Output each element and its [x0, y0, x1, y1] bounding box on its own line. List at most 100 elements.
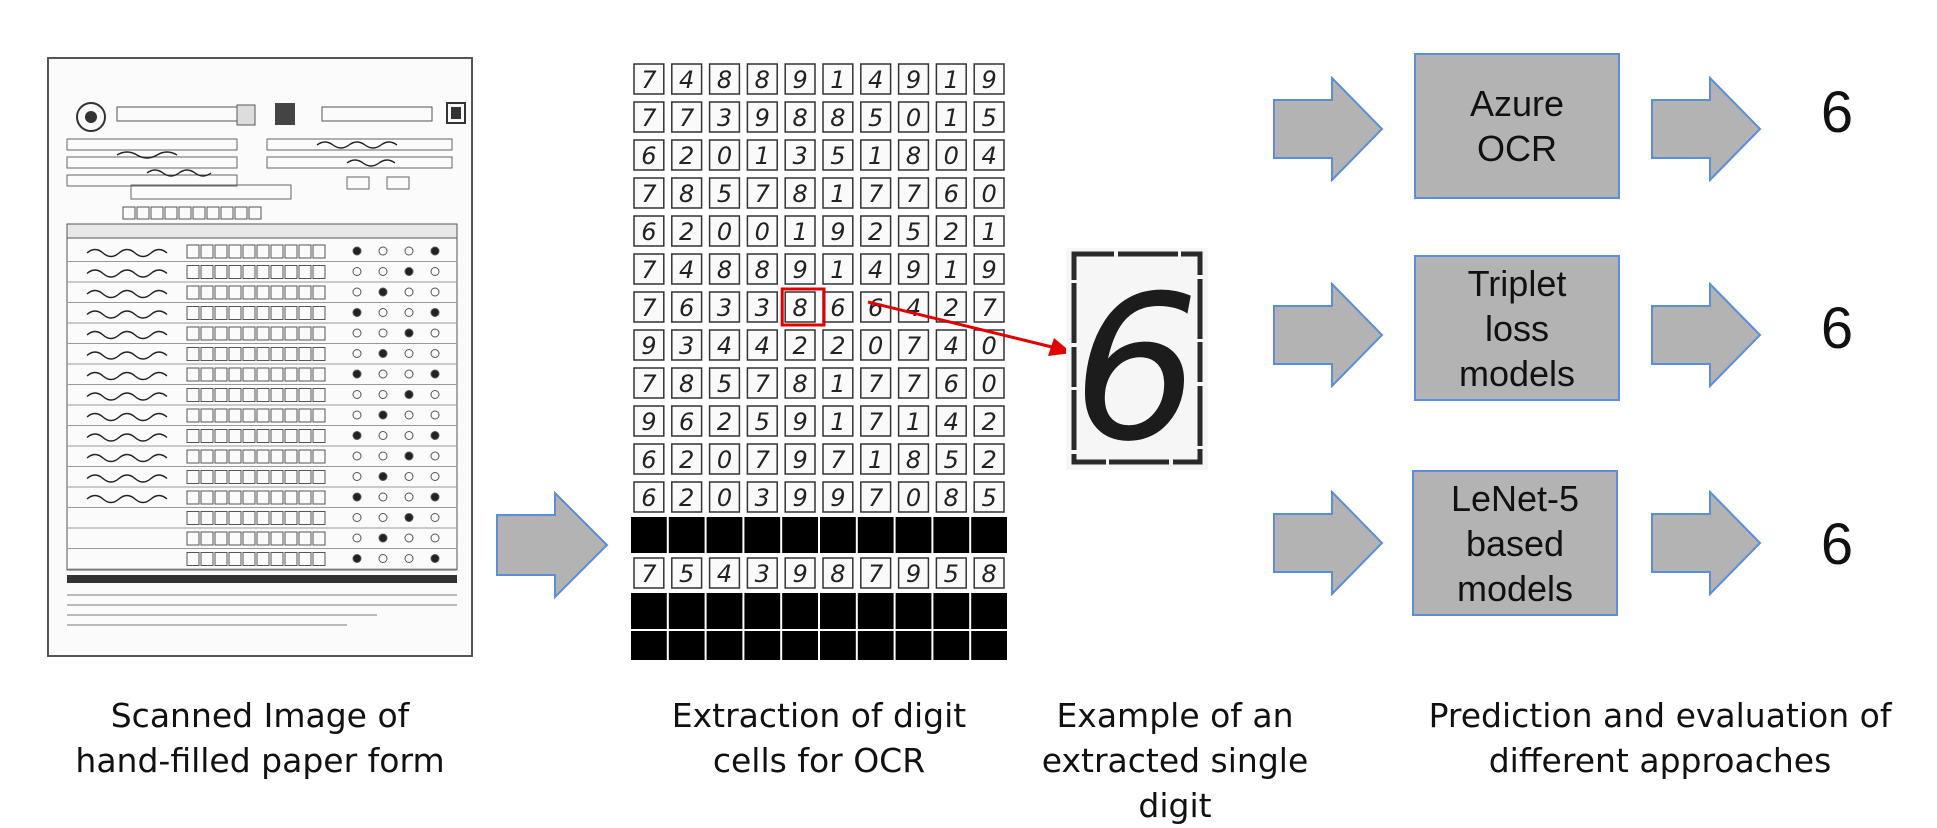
form-digit-box — [228, 449, 242, 464]
form-digit-box — [186, 285, 200, 300]
form-digit-box — [270, 367, 284, 382]
digit-cell: 0 — [981, 332, 996, 360]
form-digit-box — [200, 449, 214, 464]
empty-cell — [857, 631, 894, 660]
form-digit-box — [298, 511, 312, 525]
form-digit-box — [284, 244, 298, 259]
form-digit-box — [200, 552, 214, 566]
digit-cell: 3 — [717, 104, 732, 132]
form-digit-box — [284, 511, 298, 525]
digit-cell-box — [784, 177, 816, 209]
digit-cell: 2 — [944, 294, 959, 322]
empty-cell — [782, 593, 818, 629]
form-digit-box — [186, 265, 200, 279]
digit-cell-box — [784, 215, 816, 247]
form-radio-bubble — [352, 492, 362, 502]
digit-cell: 2 — [830, 332, 845, 360]
digit-cell: 5 — [944, 446, 959, 474]
digit-cell: 3 — [755, 294, 770, 322]
handwritten-name — [86, 412, 168, 422]
digit-cell: 8 — [792, 104, 807, 132]
digit-cell: 7 — [906, 180, 922, 208]
empty-cell — [668, 631, 705, 660]
digit-cell: 1 — [830, 408, 845, 436]
digit-cell-box — [860, 215, 892, 247]
caption-prediction: Prediction and evaluation of different a… — [1428, 696, 1892, 780]
empty-cell — [857, 517, 894, 553]
digit-cell-box — [860, 253, 892, 285]
digit-cell: 8 — [717, 256, 732, 284]
form-radio-bubble — [378, 410, 388, 420]
form-digit-box — [256, 265, 270, 279]
form-radio-bubble — [352, 246, 362, 256]
form-radio-bubble — [404, 472, 414, 481]
form-digit-box — [298, 490, 312, 505]
form-digit-box — [186, 552, 200, 566]
form-digit-box — [228, 388, 242, 402]
digit-cell-box — [746, 481, 778, 513]
form-digit-box — [186, 470, 200, 484]
digit-cell: 8 — [792, 294, 807, 322]
digit-cell-box — [897, 291, 930, 323]
digit-cell-box — [746, 139, 778, 171]
digit-cell: 1 — [868, 142, 883, 170]
digit-cell: 4 — [868, 256, 883, 284]
digit-cell: 9 — [906, 66, 921, 94]
digit-cell-box — [897, 63, 930, 95]
digit-cell-box — [973, 481, 1005, 513]
form-digit-box — [200, 326, 214, 341]
digit-cell-box — [935, 405, 967, 437]
digit-cell-box — [671, 177, 703, 209]
empty-cell — [820, 631, 856, 660]
digit-cell-box — [633, 291, 665, 323]
digit-cell-box — [860, 443, 892, 475]
form-digit-box — [228, 429, 242, 443]
form-digit-box — [284, 470, 298, 484]
digit-cell-box — [746, 63, 778, 95]
digit-cell-box — [708, 557, 741, 589]
form-digit-box — [256, 326, 270, 341]
handwritten-name — [86, 289, 168, 299]
digit-cell: 6 — [641, 446, 656, 474]
form-digit-box — [214, 265, 228, 279]
form-digit-box — [312, 285, 326, 300]
digit-cell-box — [671, 405, 703, 437]
digit-cell-box — [784, 329, 816, 361]
prediction-lenet-5: 6 — [1820, 512, 1854, 577]
digit-cell-box — [746, 443, 778, 475]
form-radio-bubble — [404, 431, 414, 440]
form-digit-box — [256, 531, 270, 546]
form-digit-box — [242, 367, 256, 382]
digit-cell: 5 — [679, 560, 694, 588]
form-digit-box — [220, 206, 234, 220]
form-radio-bubble — [378, 472, 388, 481]
digit-cell: 4 — [679, 256, 694, 284]
form-digit-box — [228, 511, 242, 525]
form-digit-box — [256, 244, 270, 259]
handwritten-name — [86, 474, 168, 483]
form-digit-box — [312, 408, 326, 423]
form-digit-box — [298, 388, 312, 402]
form-radio-bubble — [430, 369, 440, 379]
digit-cell: 7 — [981, 294, 997, 322]
digit-cell: 3 — [755, 484, 770, 512]
form-digit-box — [242, 326, 256, 341]
digit-cell: 4 — [981, 142, 996, 170]
form-digit-box — [298, 408, 312, 423]
digit-cell-box — [935, 101, 967, 133]
digit-cell-box — [897, 443, 930, 475]
form-digit-box — [228, 285, 242, 300]
form-digit-box — [214, 285, 228, 300]
form-digit-box — [206, 206, 220, 220]
digit-cell: 2 — [868, 218, 883, 246]
form-radio-bubble — [378, 390, 388, 399]
digit-cell: 7 — [755, 370, 771, 398]
form-digit-box — [312, 367, 326, 382]
digit-cell: 7 — [906, 332, 922, 360]
digit-cell: 6 — [679, 408, 694, 436]
form-digit-box — [270, 347, 284, 361]
digit-cell-box — [746, 215, 778, 247]
digit-cell-box — [973, 63, 1005, 95]
form-radio-bubble — [352, 554, 362, 563]
